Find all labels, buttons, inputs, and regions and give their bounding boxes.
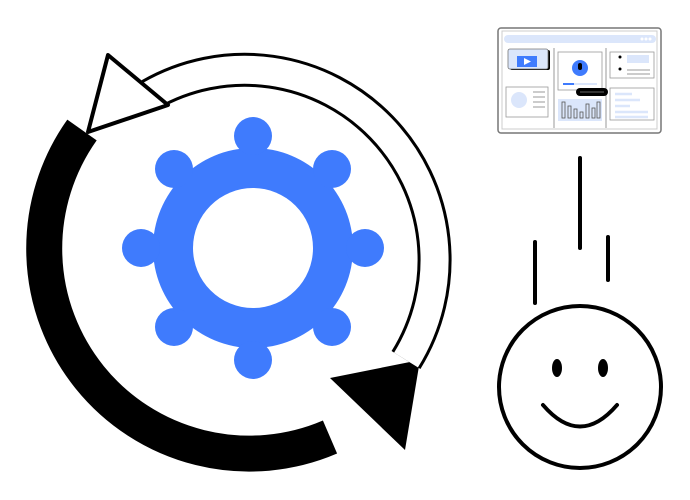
white-cycle-arrow-icon (86, 52, 452, 369)
gear-icon (122, 117, 384, 379)
dashboard-window-icon (497, 27, 662, 134)
image-icon (511, 92, 527, 108)
motion-lines (533, 156, 610, 305)
smiley-face-icon (497, 304, 663, 470)
black-cycle-arrow-icon (26, 119, 420, 472)
bar-chart-icon (558, 99, 602, 121)
